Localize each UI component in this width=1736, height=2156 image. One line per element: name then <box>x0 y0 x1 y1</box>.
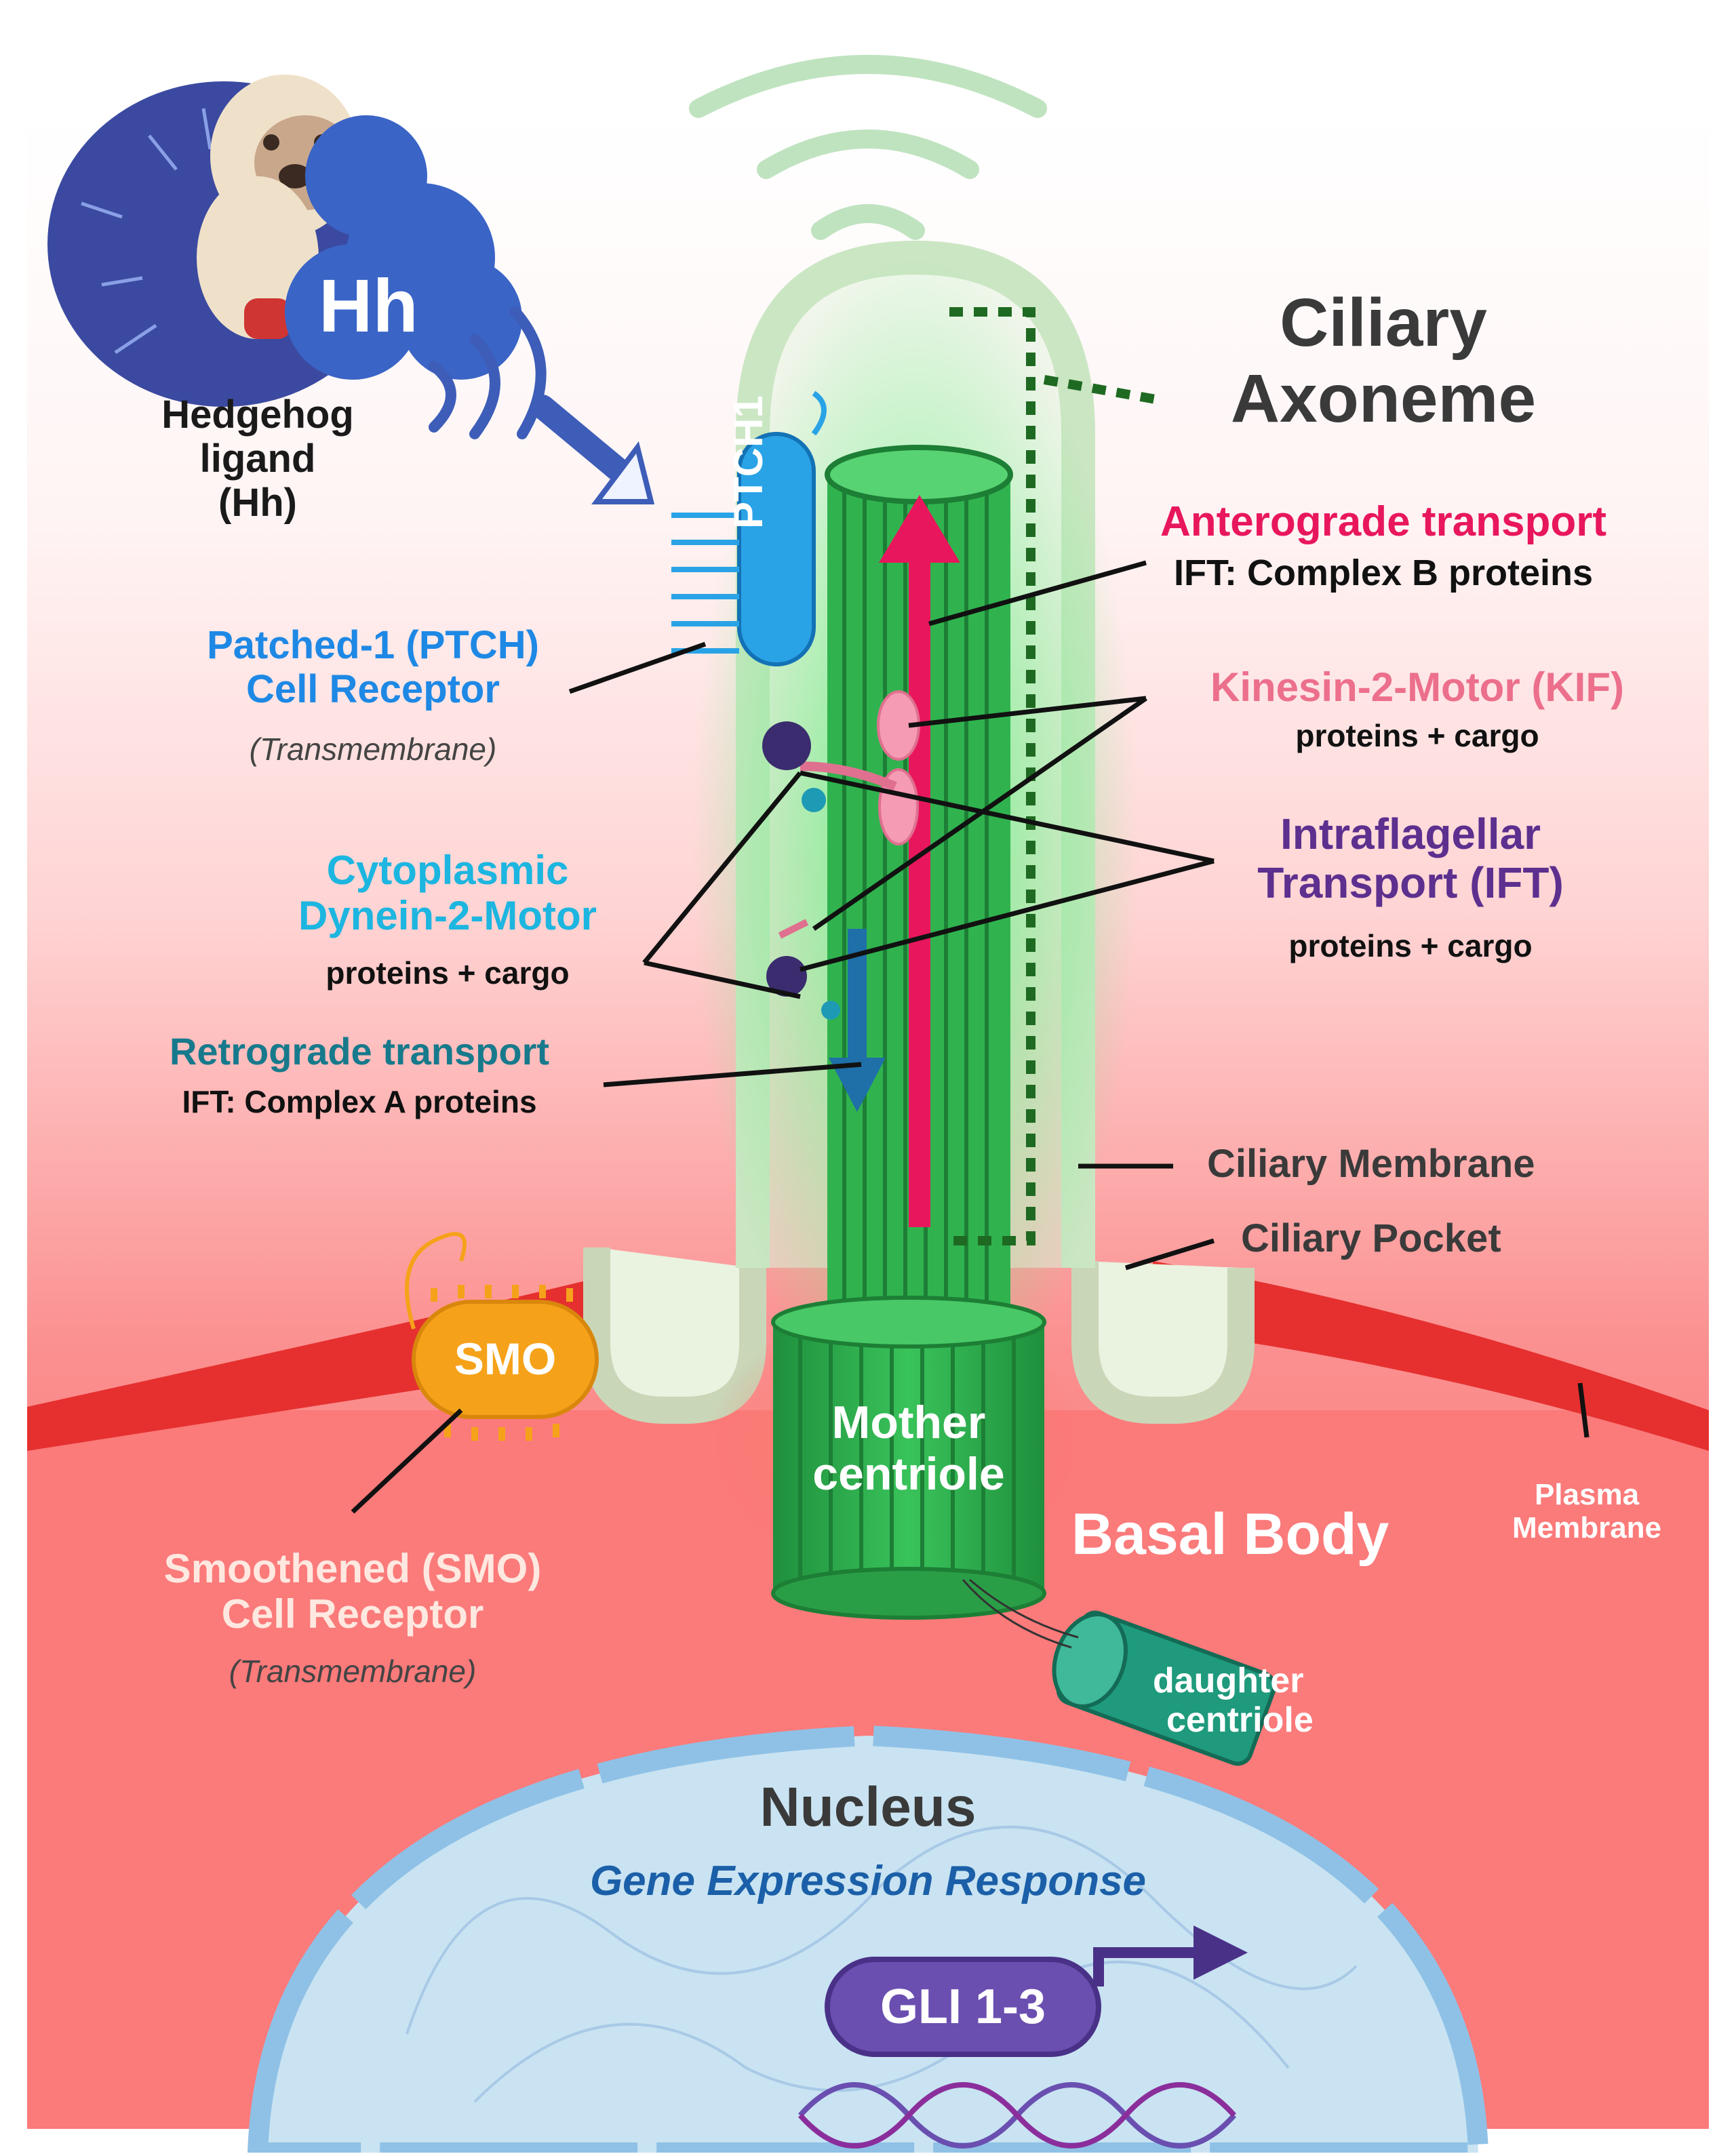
kinesin-motor <box>778 690 920 939</box>
ciliary-axoneme-label: Ciliary Axoneme <box>1194 285 1573 437</box>
nucleus-label: Nucleus <box>760 1776 976 1838</box>
ptch-receptor-shape <box>671 391 827 666</box>
ciliary-membrane-label: Ciliary Membrane <box>1207 1142 1535 1186</box>
plasma-membrane-line-1: Plasma <box>1534 1478 1640 1511</box>
plasma-membrane-label: Plasma Membrane <box>1478 1478 1695 1545</box>
ift-subtitle: proteins + cargo <box>1288 928 1533 963</box>
daughter-centriole-line-1: daughter <box>1153 1661 1304 1700</box>
smoothened-title: Smoothened (SMO) Cell Receptor <box>108 1546 597 1637</box>
daughter-centriole-label: daughter centriole <box>1153 1661 1314 1740</box>
ift-title: Intraflagellar Transport (IFT) <box>1221 810 1600 907</box>
leader-lines <box>351 560 1590 1514</box>
gli-badge-label: GLI 1-3 <box>880 1980 1046 2034</box>
smoothened-subtitle: (Transmembrane) <box>229 1654 477 1689</box>
kinesin-title: Kinesin-2-Motor (KIF) <box>1210 664 1624 710</box>
smoothened-title-line-2: Cell Receptor <box>221 1591 484 1637</box>
transcription-arrow-stem <box>1093 1947 1207 1987</box>
smo-badge-label: SMO <box>454 1334 557 1384</box>
retrograde-arrow <box>829 929 886 1112</box>
mother-centriole-shape <box>771 1296 1046 1620</box>
centriole-linker <box>962 1578 1079 1649</box>
hh-ligand-cloud <box>285 115 522 380</box>
dynein-title-line-2: Dynein-2-Motor <box>298 893 597 939</box>
hedgehog-ligand-label: Hedgehog ligand (Hh) <box>122 393 393 525</box>
hedgehog-ligand-line-2: ligand <box>199 436 316 481</box>
kinesin-subtitle: proteins + cargo <box>1295 718 1539 753</box>
dynein-title: Cytoplasmic Dynein-2-Motor <box>258 847 637 938</box>
axoneme-dashed-pointer <box>1043 375 1161 405</box>
hh-badge-label: Hh <box>319 264 418 348</box>
smoothened-title-line-1: Smoothened (SMO) <box>163 1546 542 1591</box>
retrograde-subtitle: IFT: Complex A proteins <box>182 1084 537 1119</box>
patched-title-line-2: Cell Receptor <box>246 666 500 711</box>
mother-centriole-line-2: centriole <box>812 1448 1005 1500</box>
ift-cargo-particles <box>762 721 840 1020</box>
anterograde-arrow <box>879 495 960 1227</box>
daughter-centriole-shape <box>1052 1610 1277 1766</box>
ciliary-axoneme-line-1: Ciliary <box>1280 285 1487 361</box>
plasma-membrane-right <box>1153 1261 1709 1451</box>
signal-waves <box>689 55 1047 240</box>
mother-centriole-label: Mother centriole <box>773 1397 1044 1500</box>
ciliary-axoneme-line-2: Axoneme <box>1230 361 1537 437</box>
patched-subtitle: (Transmembrane) <box>249 732 497 767</box>
smo-receptor-shape <box>405 1232 599 1441</box>
patched-title: Patched-1 (PTCH) Cell Receptor <box>149 623 597 712</box>
retrograde-title: Retrograde transport <box>169 1030 550 1073</box>
anterograde-subtitle: IFT: Complex B proteins <box>1173 553 1594 593</box>
nucleus-shape <box>247 1725 1489 2156</box>
transcription-arrow-head <box>1194 1925 1248 1980</box>
ift-title-line-2: Transport (IFT) <box>1257 858 1564 907</box>
daughter-centriole-line-2: centriole <box>1166 1700 1314 1740</box>
hedgehog-ligand-line-1: Hedgehog <box>161 393 354 437</box>
ptch1-badge-label: PTCH1 <box>726 395 771 529</box>
mother-centriole-line-1: Mother <box>831 1397 986 1448</box>
gene-expression-label: Gene Expression Response <box>589 1858 1147 1904</box>
hh-signal-arrow-head <box>591 441 655 504</box>
ift-title-line-1: Intraflagellar <box>1280 810 1541 858</box>
dynein-title-line-1: Cytoplasmic <box>326 847 569 893</box>
hh-signal-arrow <box>530 395 636 487</box>
hedgehog-ligand-line-3: (Hh) <box>218 480 297 525</box>
ciliary-pocket-label: Ciliary Pocket <box>1241 1216 1501 1260</box>
ciliary-pocket-right <box>1071 1261 1255 1424</box>
anterograde-title: Anterograde transport <box>1160 498 1606 545</box>
gli-badge-shape <box>825 1957 1101 2057</box>
basal-body-label: Basal Body <box>1071 1502 1389 1567</box>
plasma-membrane-line-2: Membrane <box>1512 1511 1662 1545</box>
hh-signal-waves <box>429 306 547 439</box>
dna-helix <box>798 2082 1236 2149</box>
patched-title-line-1: Patched-1 (PTCH) <box>207 623 539 667</box>
dynein-subtitle: proteins + cargo <box>326 955 570 991</box>
